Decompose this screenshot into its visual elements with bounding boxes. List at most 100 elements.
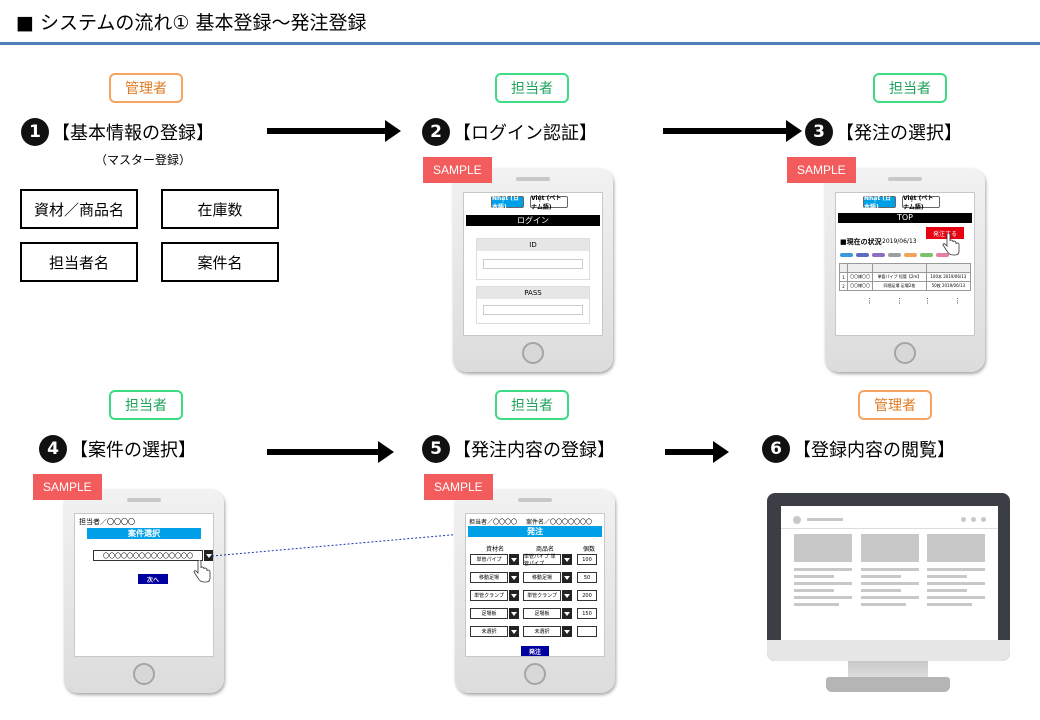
qty-input[interactable]: 200 bbox=[577, 590, 597, 601]
dot-icon bbox=[793, 516, 801, 524]
role-badge-admin-step1: 管理者 bbox=[109, 73, 183, 103]
status-title: ■現在の状況 bbox=[840, 238, 882, 246]
chevron-down-icon[interactable] bbox=[509, 590, 519, 601]
order-button[interactable]: 発注する bbox=[926, 227, 964, 239]
table-head-cell bbox=[846, 263, 874, 273]
filter-pill[interactable] bbox=[888, 253, 901, 257]
product-select[interactable]: 未選択 bbox=[523, 626, 561, 637]
lang-jp-button[interactable]: Nhật (日本語) bbox=[491, 195, 524, 211]
master-item-stock: 在庫数 bbox=[161, 189, 279, 229]
product-select[interactable]: 単管パイプ 単管パイプ bbox=[523, 554, 561, 567]
material-select[interactable]: 移動足場 bbox=[470, 572, 508, 583]
placeholder-line bbox=[927, 596, 985, 599]
chevron-down-icon[interactable] bbox=[562, 554, 572, 565]
master-item-project: 案件名 bbox=[161, 242, 279, 282]
more-rows-indicator: ⋮ bbox=[896, 297, 903, 305]
placeholder-line bbox=[807, 518, 843, 521]
submit-order-button[interactable]: 発注 bbox=[521, 646, 549, 656]
qty-input[interactable]: 50 bbox=[577, 572, 597, 583]
chevron-down-icon[interactable] bbox=[509, 572, 519, 583]
sample-tag: SAMPLE bbox=[33, 474, 102, 500]
home-button bbox=[894, 342, 916, 364]
role-badge-staff-step4: 担当者 bbox=[109, 390, 183, 420]
phone-project-select: 担当者／〇〇〇〇 案件選択 〇〇〇〇〇〇〇〇〇〇〇〇〇〇〇 次へ bbox=[64, 489, 224, 693]
chevron-down-icon[interactable] bbox=[509, 554, 519, 565]
material-select[interactable]: 単管パイプ bbox=[470, 554, 508, 565]
placeholder-line bbox=[927, 582, 985, 585]
table-cell: 単管パイプ 短管【2m】 bbox=[872, 272, 927, 282]
placeholder-line bbox=[861, 603, 906, 606]
flow-arrow-5-6 bbox=[665, 441, 729, 463]
login-screen: Nhật (日本語) Việt (ベトナム語) ログイン ID PASS bbox=[463, 192, 603, 336]
table-head-cell bbox=[872, 263, 927, 273]
qty-input[interactable]: 100 bbox=[577, 554, 597, 565]
content-block bbox=[861, 534, 919, 562]
placeholder-line bbox=[794, 575, 834, 578]
filter-pill[interactable] bbox=[920, 253, 933, 257]
placeholder-line bbox=[927, 603, 972, 606]
product-select[interactable]: 足場板 bbox=[523, 608, 561, 619]
chevron-down-icon[interactable] bbox=[204, 550, 213, 561]
filter-pill[interactable] bbox=[856, 253, 869, 257]
flow-arrow-1-2 bbox=[267, 120, 401, 142]
filter-pill[interactable] bbox=[936, 253, 949, 257]
monitor-chin bbox=[767, 640, 1010, 661]
material-select[interactable]: 単管クランプ bbox=[470, 590, 508, 601]
monitor-neck bbox=[848, 661, 928, 679]
next-button[interactable]: 次へ bbox=[138, 574, 168, 584]
more-rows-indicator: ⋮ bbox=[954, 297, 961, 305]
material-select[interactable]: 足場板 bbox=[470, 608, 508, 619]
filter-pill[interactable] bbox=[872, 253, 885, 257]
chevron-down-icon[interactable] bbox=[509, 608, 519, 619]
step-6-title: 6 【登録内容の閲覧】 bbox=[762, 435, 955, 463]
filter-pill[interactable] bbox=[840, 253, 853, 257]
project-name: 案件名／〇〇〇〇〇〇〇 bbox=[526, 519, 593, 526]
chevron-down-icon[interactable] bbox=[562, 608, 572, 619]
phone-speaker bbox=[127, 498, 161, 502]
chevron-down-icon[interactable] bbox=[509, 626, 519, 637]
lang-vn-button[interactable]: Việt (ベトナム語) bbox=[902, 195, 940, 211]
staff-name: 担当者／〇〇〇〇 bbox=[79, 518, 135, 526]
placeholder-line bbox=[861, 568, 919, 571]
lang-vn-button[interactable]: Việt (ベトナム語) bbox=[530, 195, 568, 211]
qty-input[interactable] bbox=[577, 626, 597, 637]
placeholder-line bbox=[794, 568, 852, 571]
table-row: 1 〇〇様〇〇 単管パイプ 短管【2m】 100本 2019/06/13 bbox=[839, 272, 972, 282]
placeholder-line bbox=[794, 603, 839, 606]
id-input[interactable] bbox=[483, 259, 583, 269]
product-select[interactable]: 移動足場 bbox=[523, 572, 561, 583]
dot-icon bbox=[981, 517, 986, 522]
column-material: 資材名 bbox=[486, 546, 505, 553]
project-select[interactable]: 〇〇〇〇〇〇〇〇〇〇〇〇〇〇〇 bbox=[93, 550, 203, 561]
placeholder-line bbox=[927, 589, 967, 592]
order-header: 発注 bbox=[468, 526, 602, 537]
qty-input[interactable]: 150 bbox=[577, 608, 597, 619]
column-product: 商品名 bbox=[536, 546, 555, 553]
pass-input[interactable] bbox=[483, 305, 583, 315]
step-label: 【発注内容の登録】 bbox=[453, 440, 615, 461]
step-label: 【発注の選択】 bbox=[836, 123, 962, 144]
step-number: 3 bbox=[805, 118, 833, 146]
filter-pill[interactable] bbox=[904, 253, 917, 257]
divider bbox=[781, 528, 998, 529]
top-header: TOP bbox=[838, 213, 972, 223]
pass-field-group: PASS bbox=[476, 286, 590, 324]
product-select[interactable]: 単管クランプ bbox=[523, 590, 561, 601]
chevron-down-icon[interactable] bbox=[562, 572, 572, 583]
monitor-screen bbox=[781, 506, 998, 640]
material-select[interactable]: 未選択 bbox=[470, 626, 508, 637]
chevron-down-icon[interactable] bbox=[562, 590, 572, 601]
phone-login: Nhật (日本語) Việt (ベトナム語) ログイン ID PASS bbox=[453, 168, 613, 372]
title-divider bbox=[0, 42, 1040, 45]
hand-cursor-icon bbox=[193, 560, 211, 583]
step-2-title: 2 【ログイン認証】 bbox=[422, 118, 597, 146]
flow-arrow-2-3 bbox=[663, 120, 802, 142]
project-select-screen: 担当者／〇〇〇〇 案件選択 〇〇〇〇〇〇〇〇〇〇〇〇〇〇〇 次へ bbox=[74, 513, 214, 657]
content-block bbox=[794, 534, 852, 562]
chevron-down-icon[interactable] bbox=[562, 626, 572, 637]
lang-jp-button[interactable]: Nhật (日本語) bbox=[863, 195, 896, 211]
pass-label: PASS bbox=[477, 287, 589, 299]
step-number: 6 bbox=[762, 435, 790, 463]
more-rows-indicator: ⋮ bbox=[924, 297, 931, 305]
placeholder-line bbox=[794, 589, 834, 592]
